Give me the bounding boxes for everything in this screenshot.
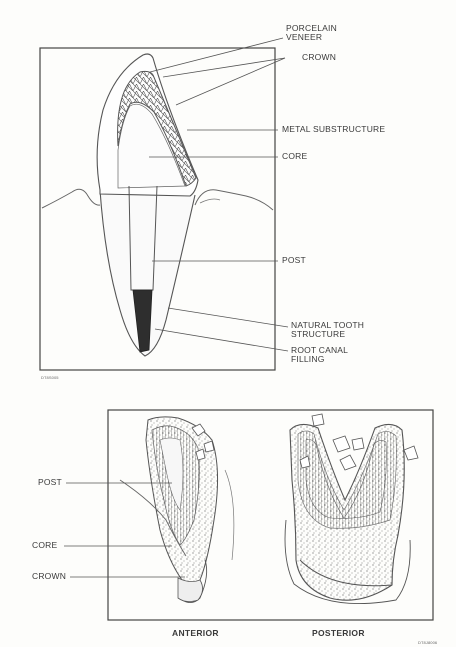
figure-id-top: DT8S005: [41, 375, 59, 380]
label-crown-top: CROWN: [302, 53, 336, 62]
caption-posterior: POSTERIOR: [312, 628, 365, 638]
label-root-canal-line2: FILLING: [291, 355, 348, 364]
posterior-tooth: [285, 414, 418, 604]
label-root-canal-filling: ROOT CANAL FILLING: [291, 346, 348, 364]
figure-id-bottom: DT8J8006: [418, 640, 437, 645]
label-natural-tooth-structure: NATURAL TOOTH STRUCTURE: [291, 321, 364, 339]
label-porcelain-veneer-line2: VENEER: [286, 33, 337, 42]
label-post-bottom: POST: [38, 478, 62, 487]
label-core-top: CORE: [282, 152, 307, 161]
label-metal-substructure: METAL SUBSTRUCTURE: [282, 125, 385, 134]
label-crown-bottom: CROWN: [32, 572, 66, 581]
label-post-top: POST: [282, 256, 306, 265]
label-porcelain-veneer: PORCELAIN VENEER: [286, 24, 337, 42]
anterior-tooth: [120, 417, 234, 603]
gum-line-left: [42, 189, 100, 208]
label-natural-tooth-line2: STRUCTURE: [291, 330, 364, 339]
caption-anterior: ANTERIOR: [172, 628, 219, 638]
label-core-bottom: CORE: [32, 541, 57, 550]
